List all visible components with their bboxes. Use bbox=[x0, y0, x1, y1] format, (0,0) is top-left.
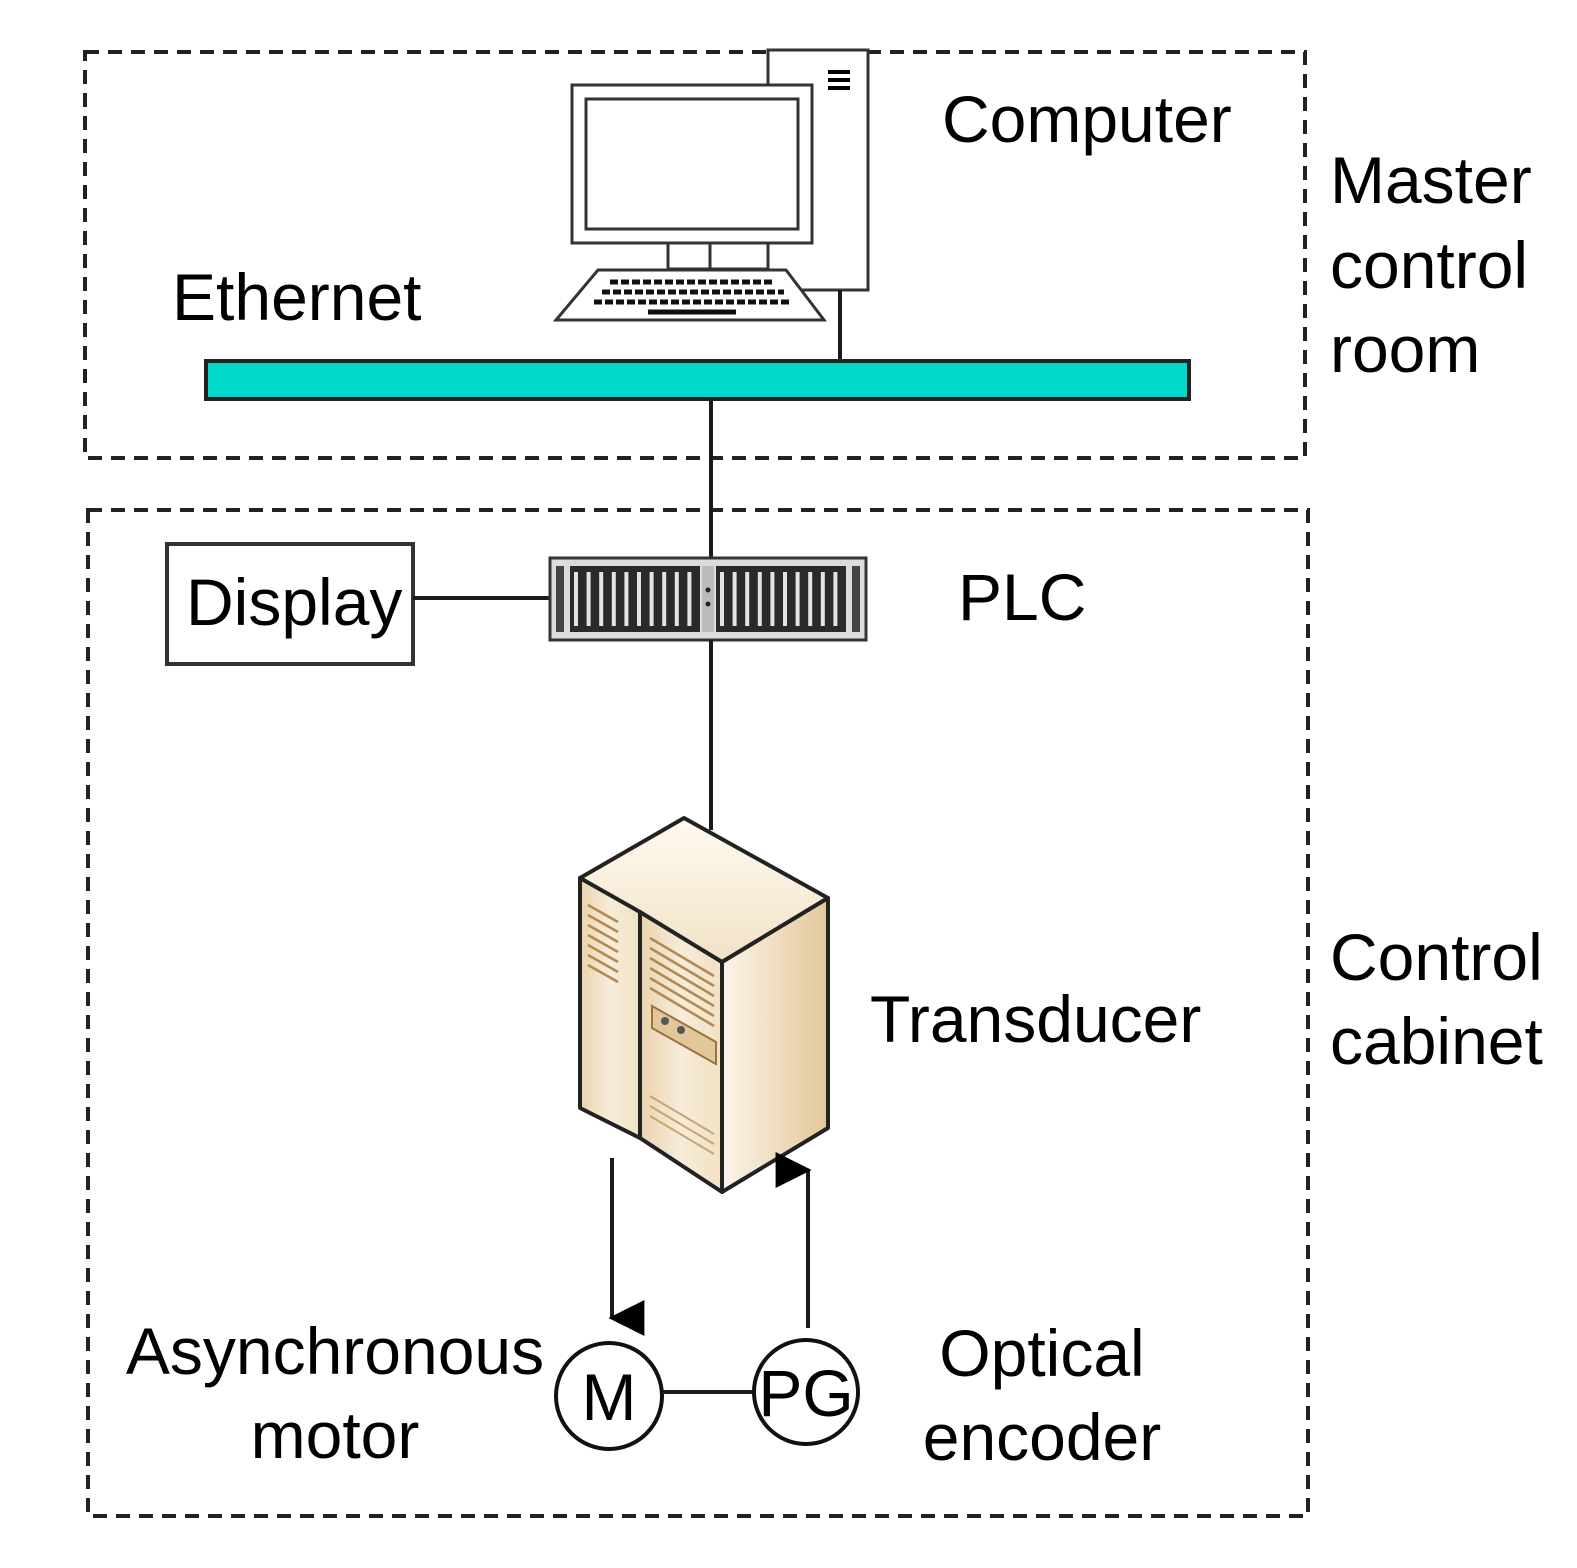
computer-label: Computer bbox=[942, 82, 1232, 156]
encoder-symbol bbox=[752, 1338, 860, 1446]
plc-slot-strip bbox=[674, 572, 679, 626]
plc-slot-strip bbox=[611, 572, 616, 626]
plc-slot-strip bbox=[745, 572, 750, 626]
plc-slot-strip bbox=[808, 572, 813, 626]
ethernet-label: Ethernet bbox=[172, 260, 422, 334]
encoder-symbol-letters: PG bbox=[758, 1356, 853, 1430]
plc-slot-strip bbox=[586, 572, 591, 626]
motor-symbol-letter: M bbox=[582, 1360, 637, 1434]
encoder-label-line-1: Optical bbox=[939, 1316, 1144, 1390]
plc-slot-strip bbox=[770, 572, 775, 626]
control-cabinet-zone bbox=[86, 508, 1310, 1518]
master-control-room-label-line-2: control bbox=[1330, 228, 1528, 302]
plc-slot-strip bbox=[649, 572, 654, 626]
plc-slot-strip bbox=[732, 572, 737, 626]
display-label: Display bbox=[186, 565, 402, 639]
desktop-computer-icon bbox=[552, 48, 870, 322]
plc-slot-strip bbox=[820, 572, 825, 626]
motor-symbol bbox=[554, 1341, 664, 1451]
ethernet-bus bbox=[204, 359, 1191, 401]
rack-module-icon bbox=[548, 556, 868, 642]
plc-slot-strip bbox=[599, 572, 604, 626]
motor-label-line-2: motor bbox=[251, 1398, 420, 1472]
master-control-room-zone bbox=[83, 50, 1307, 460]
plc-label: PLC bbox=[958, 560, 1086, 634]
motor-label-line-1: Asynchronous bbox=[126, 1314, 544, 1388]
plc-slot-strip bbox=[783, 572, 787, 626]
plc-slot-strip bbox=[720, 572, 724, 626]
plc-slot-strip bbox=[662, 572, 667, 626]
control-cabinet-label-line-1: Control bbox=[1330, 920, 1543, 994]
plc-slot-strip bbox=[574, 572, 578, 626]
plc-slot-strip bbox=[833, 572, 838, 626]
plc-slot-strip bbox=[637, 572, 641, 626]
display-box bbox=[165, 542, 415, 666]
server-cabinet-icon bbox=[578, 816, 830, 1194]
plc-slot-strip bbox=[757, 572, 762, 626]
master-control-room-label-line-3: room bbox=[1330, 312, 1480, 386]
transducer-label: Transducer bbox=[870, 982, 1201, 1056]
master-control-room-label-line-1: Master bbox=[1330, 143, 1532, 217]
plc-slot-strip bbox=[624, 572, 629, 626]
control-cabinet-label-line-2: cabinet bbox=[1330, 1004, 1543, 1078]
plc-slot-strip bbox=[687, 572, 692, 626]
encoder-label-line-2: encoder bbox=[923, 1400, 1162, 1474]
plc-slot-strip bbox=[795, 572, 800, 626]
